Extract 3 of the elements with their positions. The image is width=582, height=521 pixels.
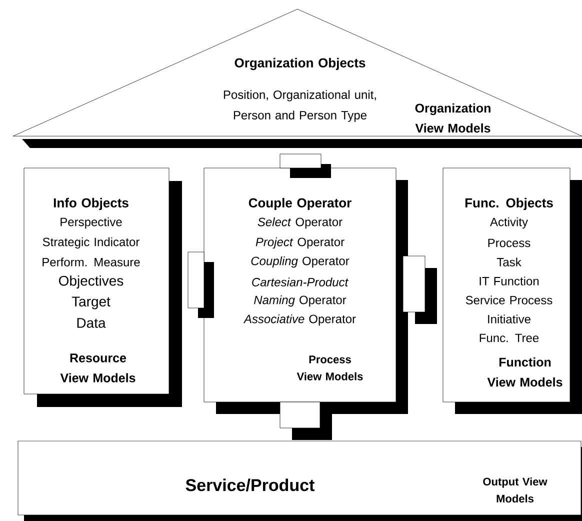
connector-block [188,252,214,318]
connector-block [280,154,331,178]
connector-block [402,256,437,324]
